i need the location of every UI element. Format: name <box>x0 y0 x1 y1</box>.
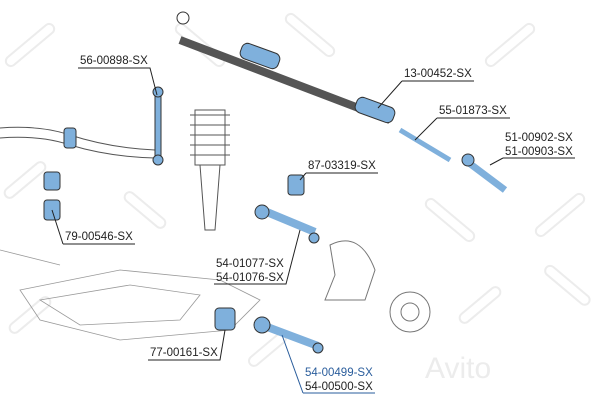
steering-rack-part <box>176 11 396 124</box>
label-upper-control-arm-2: 54-01076-SX <box>216 272 284 284</box>
subframe <box>0 249 261 341</box>
label-steering-rack: 13-00452-SX <box>404 68 472 80</box>
upper-control-arm-part <box>254 204 320 244</box>
tie-rod-part <box>398 127 452 163</box>
stabilizer-bushing-part <box>43 171 61 221</box>
label-tie-rod-end-1: 51-00902-SX <box>505 132 573 144</box>
leader-lines <box>51 67 575 394</box>
label-lower-control-arm-2: 54-00500-SX <box>305 381 373 393</box>
control-arm-bushing-part <box>214 307 236 331</box>
label-stabilizer-link: 56-00898-SX <box>80 55 148 67</box>
label-control-arm-bushing: 77-00161-SX <box>150 347 218 359</box>
avito-watermark: Avito <box>425 352 491 385</box>
spring-strut <box>190 109 230 231</box>
stabilizer-bar <box>0 126 156 159</box>
stellox-watermark <box>3 12 591 367</box>
label-bushing-upper: 87-03319-SX <box>308 160 376 172</box>
label-upper-control-arm-1: 54-01077-SX <box>216 258 284 270</box>
stabilizer-link-part <box>152 86 164 166</box>
label-tie-rod: 55-01873-SX <box>439 105 507 117</box>
label-tie-rod-end-2: 51-00903-SX <box>505 146 573 158</box>
steering-knuckle <box>324 240 431 333</box>
lower-control-arm-part <box>253 316 324 354</box>
tie-rod-end-part <box>461 153 508 193</box>
label-stabilizer-bushing: 79-00546-SX <box>65 231 133 243</box>
label-lower-control-arm-1: 54-00499-SX <box>305 367 373 379</box>
